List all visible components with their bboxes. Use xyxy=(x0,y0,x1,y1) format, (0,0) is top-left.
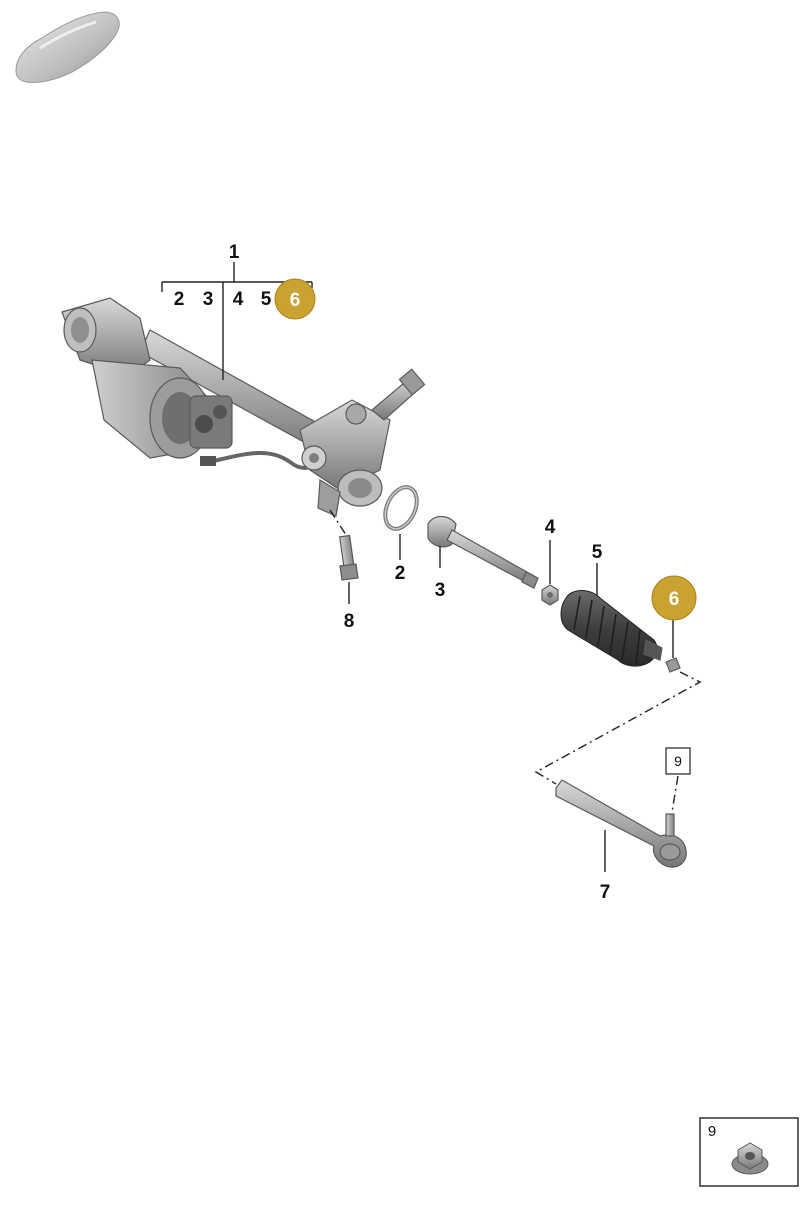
callout-2[interactable]: 2 xyxy=(395,563,406,584)
assembly-line-nut xyxy=(671,775,679,813)
callout-6: 6 xyxy=(669,589,680,610)
inner-tie-rod-icon[interactable] xyxy=(427,515,539,589)
steering-rack-icon[interactable] xyxy=(61,297,426,517)
lock-nut-icon[interactable] xyxy=(541,584,559,606)
inset-part-9[interactable]: 9 xyxy=(699,1117,799,1187)
callout-5-group[interactable]: 5 xyxy=(261,289,272,310)
rack-boot-icon[interactable] xyxy=(560,590,663,667)
callout-4-group[interactable]: 4 xyxy=(233,289,244,310)
outer-tie-rod-end-icon[interactable] xyxy=(555,779,687,868)
callout-2-group[interactable]: 2 xyxy=(174,289,185,310)
callout-1[interactable]: 1 xyxy=(229,242,240,263)
assembly-line-tie-rod xyxy=(534,671,702,785)
callout-6-group: 6 xyxy=(290,290,301,311)
callout-4[interactable]: 4 xyxy=(545,517,556,538)
hex-flange-nut-icon xyxy=(731,1142,769,1175)
clamp-icon[interactable] xyxy=(665,657,681,673)
callout-7[interactable]: 7 xyxy=(600,882,611,903)
callout-5[interactable]: 5 xyxy=(592,542,603,563)
bolt-icon[interactable] xyxy=(339,534,359,581)
callout-3[interactable]: 3 xyxy=(435,580,446,601)
callout-6-badge[interactable]: 6 xyxy=(651,575,697,621)
car-silhouette-icon xyxy=(15,11,120,83)
seal-ring-icon[interactable] xyxy=(379,482,423,534)
assembly-line-bolt xyxy=(329,509,349,539)
inset-label: 9 xyxy=(708,1123,716,1140)
callout-9: 9 xyxy=(674,753,682,769)
callout-3-group[interactable]: 3 xyxy=(203,289,214,310)
callout-9-box[interactable]: 9 xyxy=(665,747,691,775)
callout-6-group-badge[interactable]: 6 xyxy=(274,278,316,320)
callout-8[interactable]: 8 xyxy=(344,611,355,632)
